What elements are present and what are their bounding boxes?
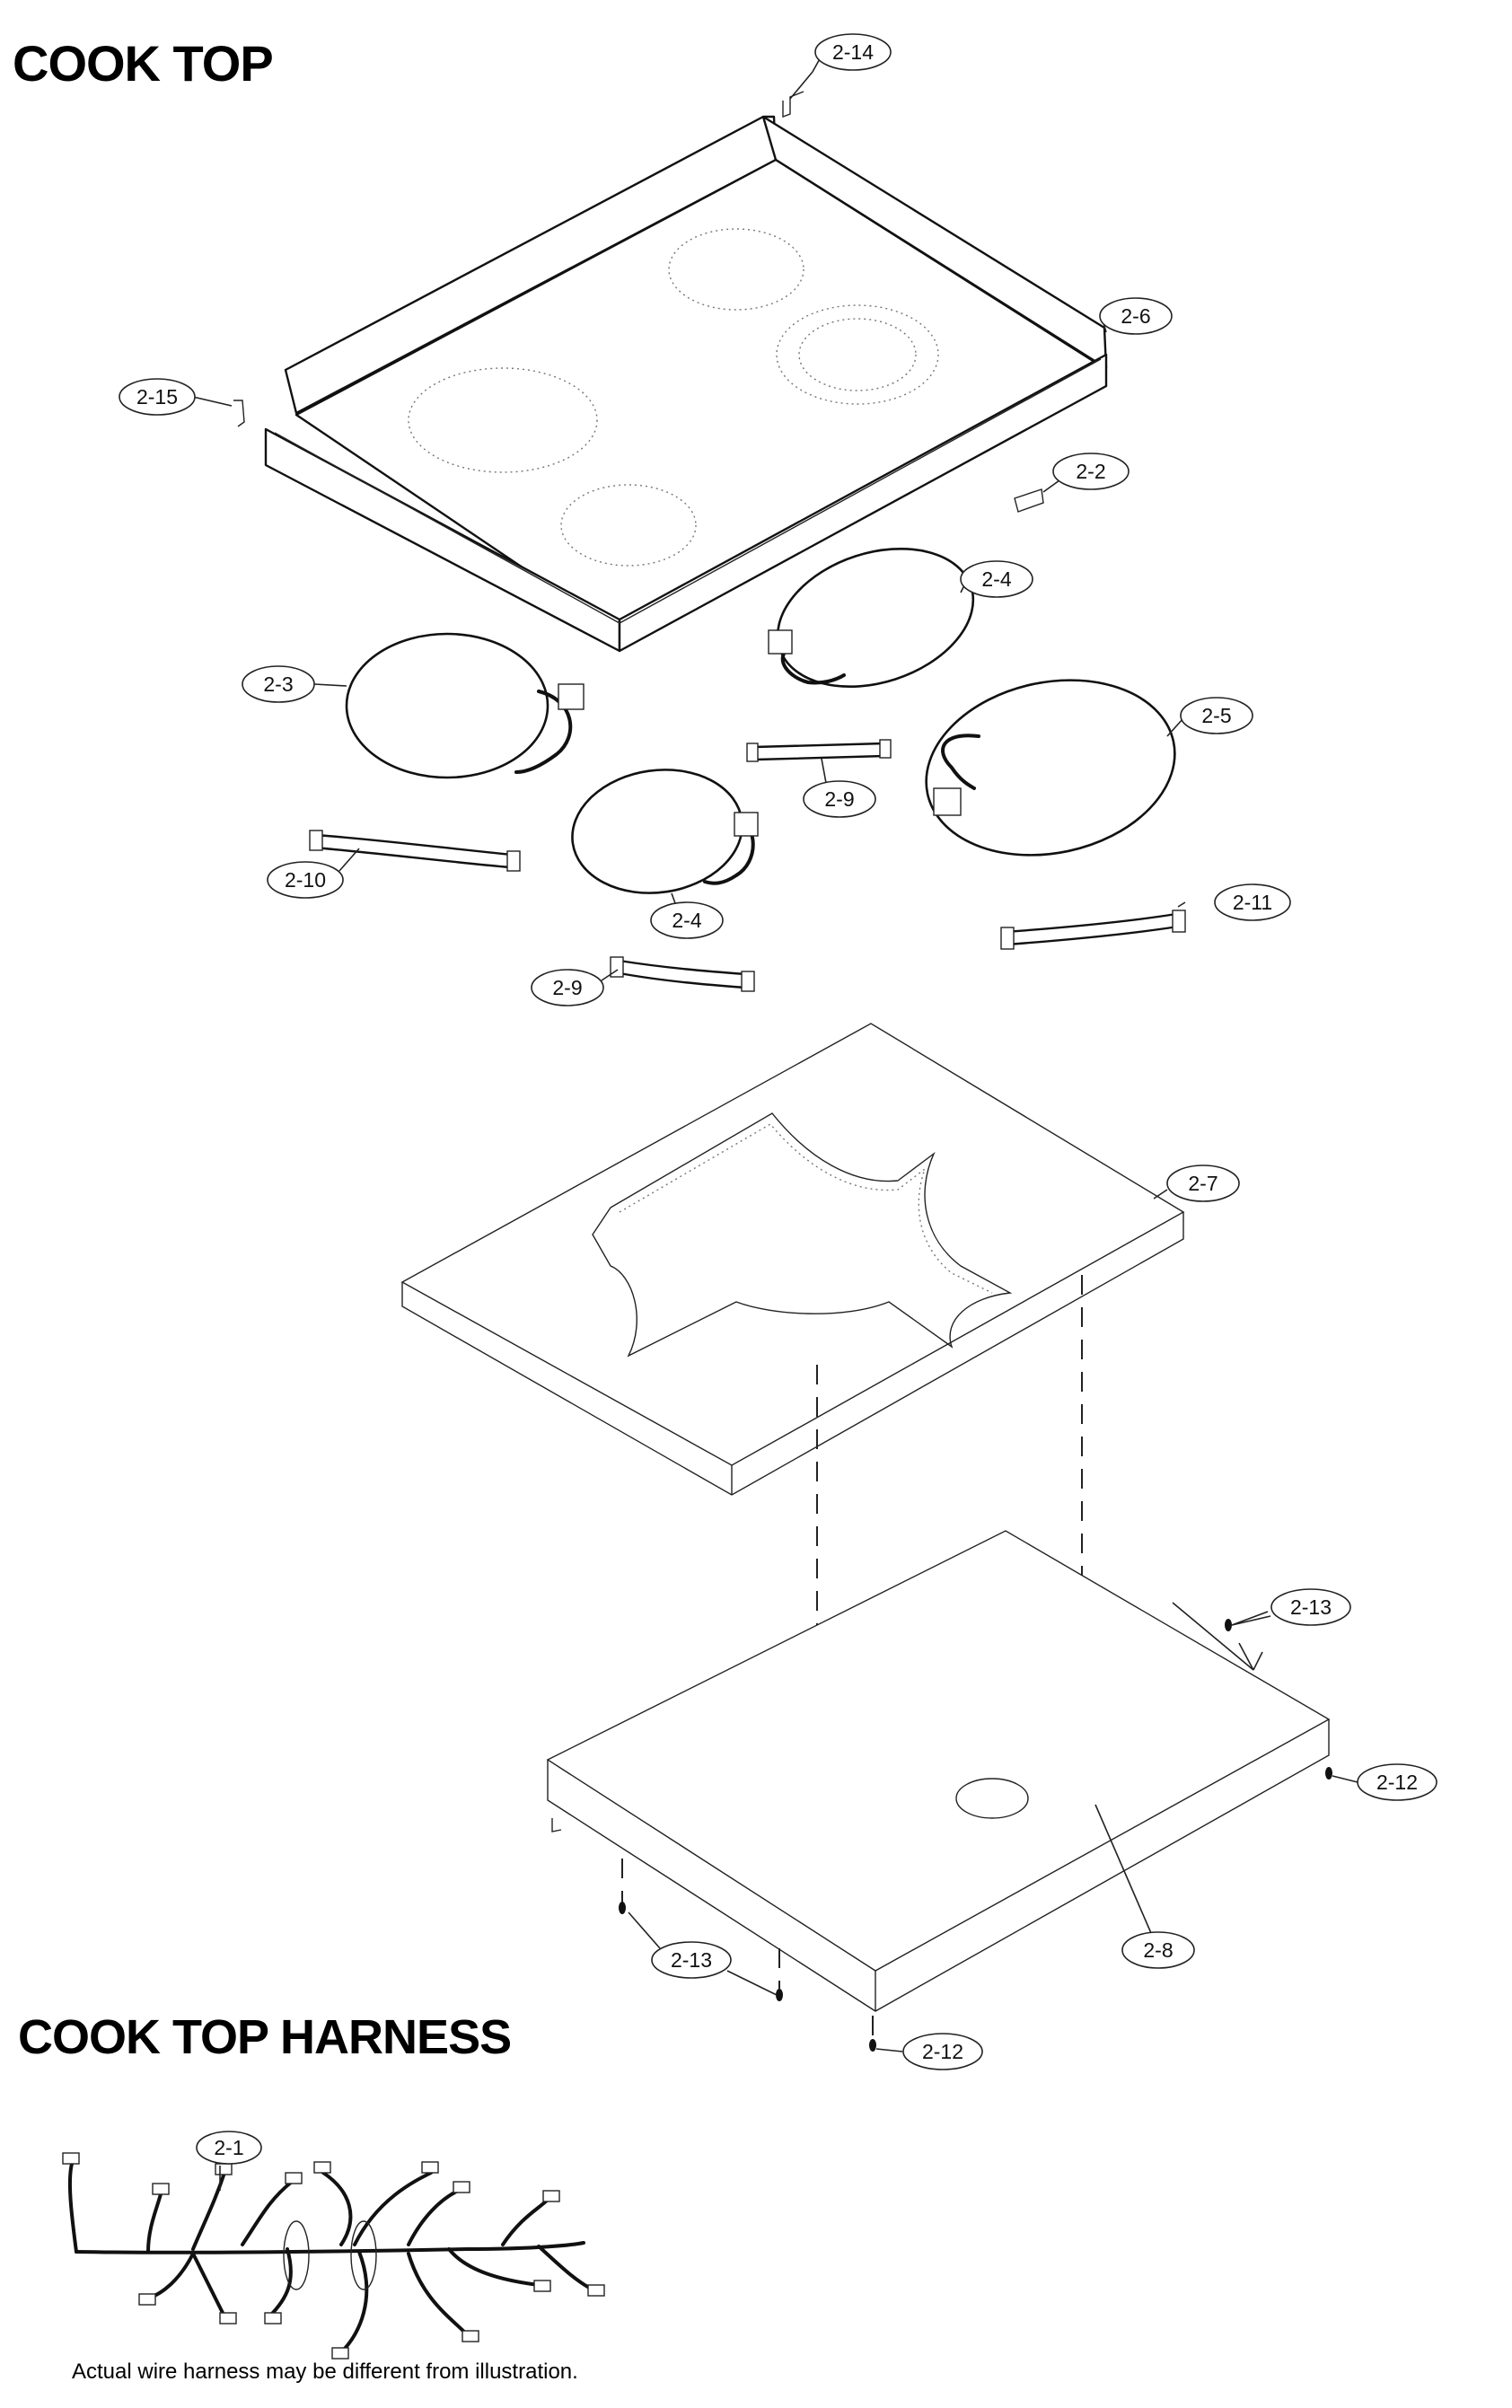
svg-text:2-5: 2-5: [1201, 704, 1231, 727]
svg-text:2-3: 2-3: [263, 672, 293, 696]
callout-2-3: 2-3: [242, 665, 347, 703]
callout-2-5: 2-5: [1166, 697, 1253, 737]
left-rear-burner-marking: [408, 367, 598, 473]
right-front-burner-marking: [776, 304, 939, 405]
right-rear-burner-marking: [668, 228, 804, 311]
panel-hole: [955, 1778, 1029, 1819]
svg-text:2-13: 2-13: [671, 1948, 712, 1972]
glass-cooktop-panel: [264, 115, 1108, 653]
heating-element-2-4-lower: [571, 769, 759, 894]
callout-2-10: 2-10: [267, 848, 360, 899]
callout-2-1: 2-1: [196, 2131, 262, 2165]
callout-2-2: 2-2: [1052, 453, 1130, 490]
callout-2-12-bottom: 2-12: [875, 2033, 983, 2070]
jumper-wire-2-10: [309, 830, 521, 872]
callout-2-6: 2-6: [1099, 297, 1173, 335]
svg-text:2-14: 2-14: [832, 40, 874, 64]
heating-element-2-4-upper: [768, 547, 975, 689]
callout-2-13-left: 2-13: [628, 1911, 778, 1996]
callout-2-14: 2-14: [812, 33, 892, 73]
heating-element-2-3: [345, 632, 585, 779]
callout-2-11: 2-11: [1177, 883, 1291, 921]
callout-2-9-upper: 2-9: [803, 758, 876, 818]
svg-text:2-7: 2-7: [1188, 1172, 1218, 1195]
bottom-panel-2-8: [546, 1530, 1331, 2012]
clip-2-2: [1014, 479, 1060, 513]
svg-text:2-15: 2-15: [136, 385, 178, 409]
svg-text:2-12: 2-12: [1376, 1771, 1418, 1794]
jumper-wire-2-9-lower: [610, 956, 755, 992]
svg-text:2-9: 2-9: [824, 787, 854, 811]
callout-2-12-right: 2-12: [1332, 1763, 1437, 1801]
jumper-wire-2-11: [1000, 910, 1186, 950]
callout-2-4-lower: 2-4: [650, 892, 724, 939]
svg-text:2-8: 2-8: [1143, 1938, 1173, 1962]
insulation-pad-2-7: [400, 1023, 1185, 1496]
harness-footnote: Actual wire harness may be different fro…: [72, 2360, 578, 2384]
callout-2-13-right: 2-13: [1231, 1588, 1351, 1626]
svg-text:2-1: 2-1: [214, 2136, 243, 2159]
svg-text:2-13: 2-13: [1290, 1595, 1332, 1619]
wire-harness-2-1: [62, 2152, 605, 2360]
svg-text:2-6: 2-6: [1121, 304, 1150, 328]
cook-top-title: COOK TOP: [13, 35, 274, 92]
callout-2-8: 2-8: [1121, 1931, 1195, 1969]
screws: [619, 1602, 1332, 2052]
svg-text:2-10: 2-10: [285, 868, 326, 892]
left-front-burner-marking: [560, 484, 697, 567]
bracket-2-14: [782, 71, 813, 119]
jumper-wire-2-9-upper: [746, 739, 892, 762]
callout-2-15: 2-15: [119, 378, 196, 416]
callout-2-7: 2-7: [1153, 1164, 1240, 1202]
svg-text:2-4: 2-4: [981, 567, 1011, 591]
svg-text:2-4: 2-4: [672, 909, 701, 932]
svg-text:2-9: 2-9: [552, 976, 582, 999]
svg-text:2-12: 2-12: [922, 2040, 963, 2063]
cook-top-harness-title: COOK TOP HARNESS: [18, 2010, 512, 2064]
callout-2-9-lower: 2-9: [531, 969, 619, 1006]
heating-element-2-5: [925, 679, 1176, 857]
svg-text:2-2: 2-2: [1076, 460, 1105, 483]
bracket-2-15: [192, 396, 245, 427]
callout-2-4-upper: 2-4: [960, 560, 1033, 598]
svg-text:2-11: 2-11: [1233, 891, 1272, 914]
